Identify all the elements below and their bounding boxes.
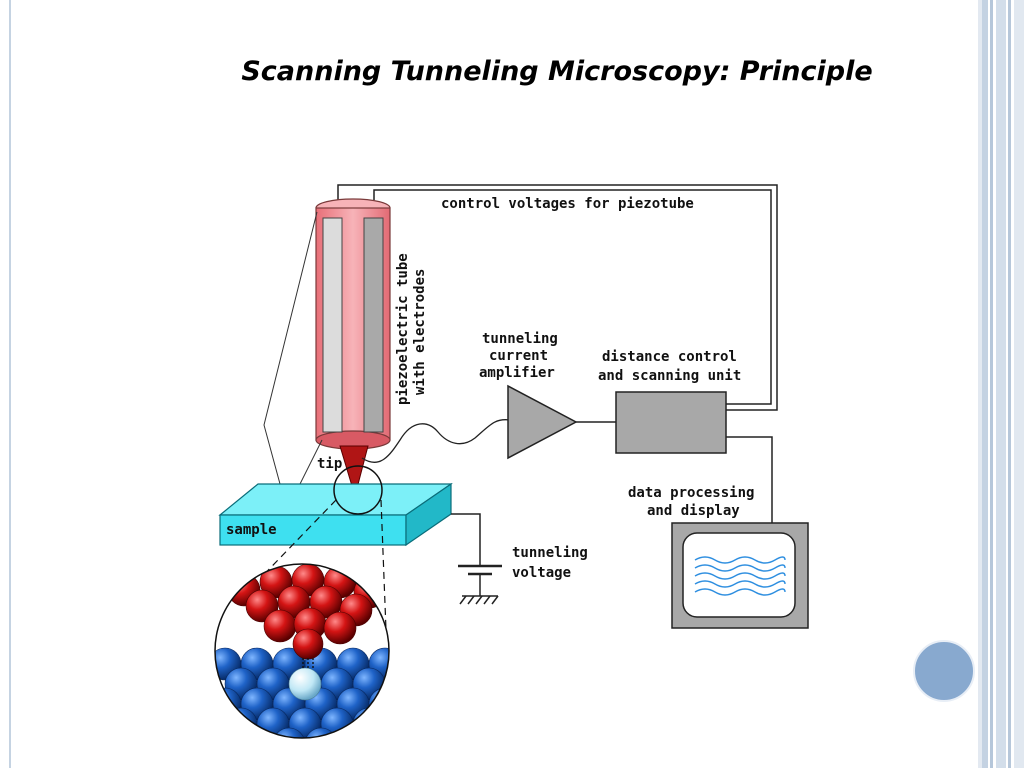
monitor-icon [671,522,809,629]
distance-control-label: distance control and scanning unit [598,349,745,384]
distance-control-label-line2: and scanning unit [598,368,741,384]
amplifier-label-line1: tunneling [482,331,558,347]
tip-amplifier-wire [361,419,511,464]
control-voltage-wires [337,184,778,411]
sample-label: sample [226,522,277,538]
control-voltages-label: control voltages for piezotube [441,196,694,212]
tip-label: tip [317,456,342,472]
piezo-tube-label-line1: piezoelectric tube [395,253,411,405]
distance-control-label-line1: distance control [602,349,737,365]
ground-symbol-icon [451,513,502,605]
tunneling-voltage-label-line1: tunneling [512,545,588,561]
atom-cluster-icon [214,563,390,739]
page-title: Scanning Tunneling Microscopy: Principle [241,56,873,87]
distance-control-unit [615,391,727,454]
tip [339,445,369,498]
decorative-circle [913,640,975,702]
right-decorative-border [978,0,1024,768]
deflection-lines [263,211,323,496]
amplifier-triangle-icon [507,384,578,460]
left-border-rule [9,0,11,768]
zoom-lines [219,499,387,631]
data-processing-label-line2: and display [647,503,740,519]
tunneling-voltage-label-line2: voltage [512,565,571,581]
display-wire [726,436,773,523]
amplifier-label-line2: current [489,348,548,364]
amplifier-label-line3: amplifier [479,365,555,381]
piezo-tube-label: piezoelectric tube with electrodes [395,245,428,405]
data-processing-label: data processing and display [628,485,763,519]
amplifier-label: tunneling current amplifier [479,331,566,381]
tip-zoom-marker [333,465,383,515]
data-processing-label-line1: data processing [628,485,754,501]
piezo-tube-label-line2: with electrodes [412,269,428,395]
piezo-tube [315,198,391,450]
tunneling-voltage-label: tunneling voltage [512,545,596,581]
